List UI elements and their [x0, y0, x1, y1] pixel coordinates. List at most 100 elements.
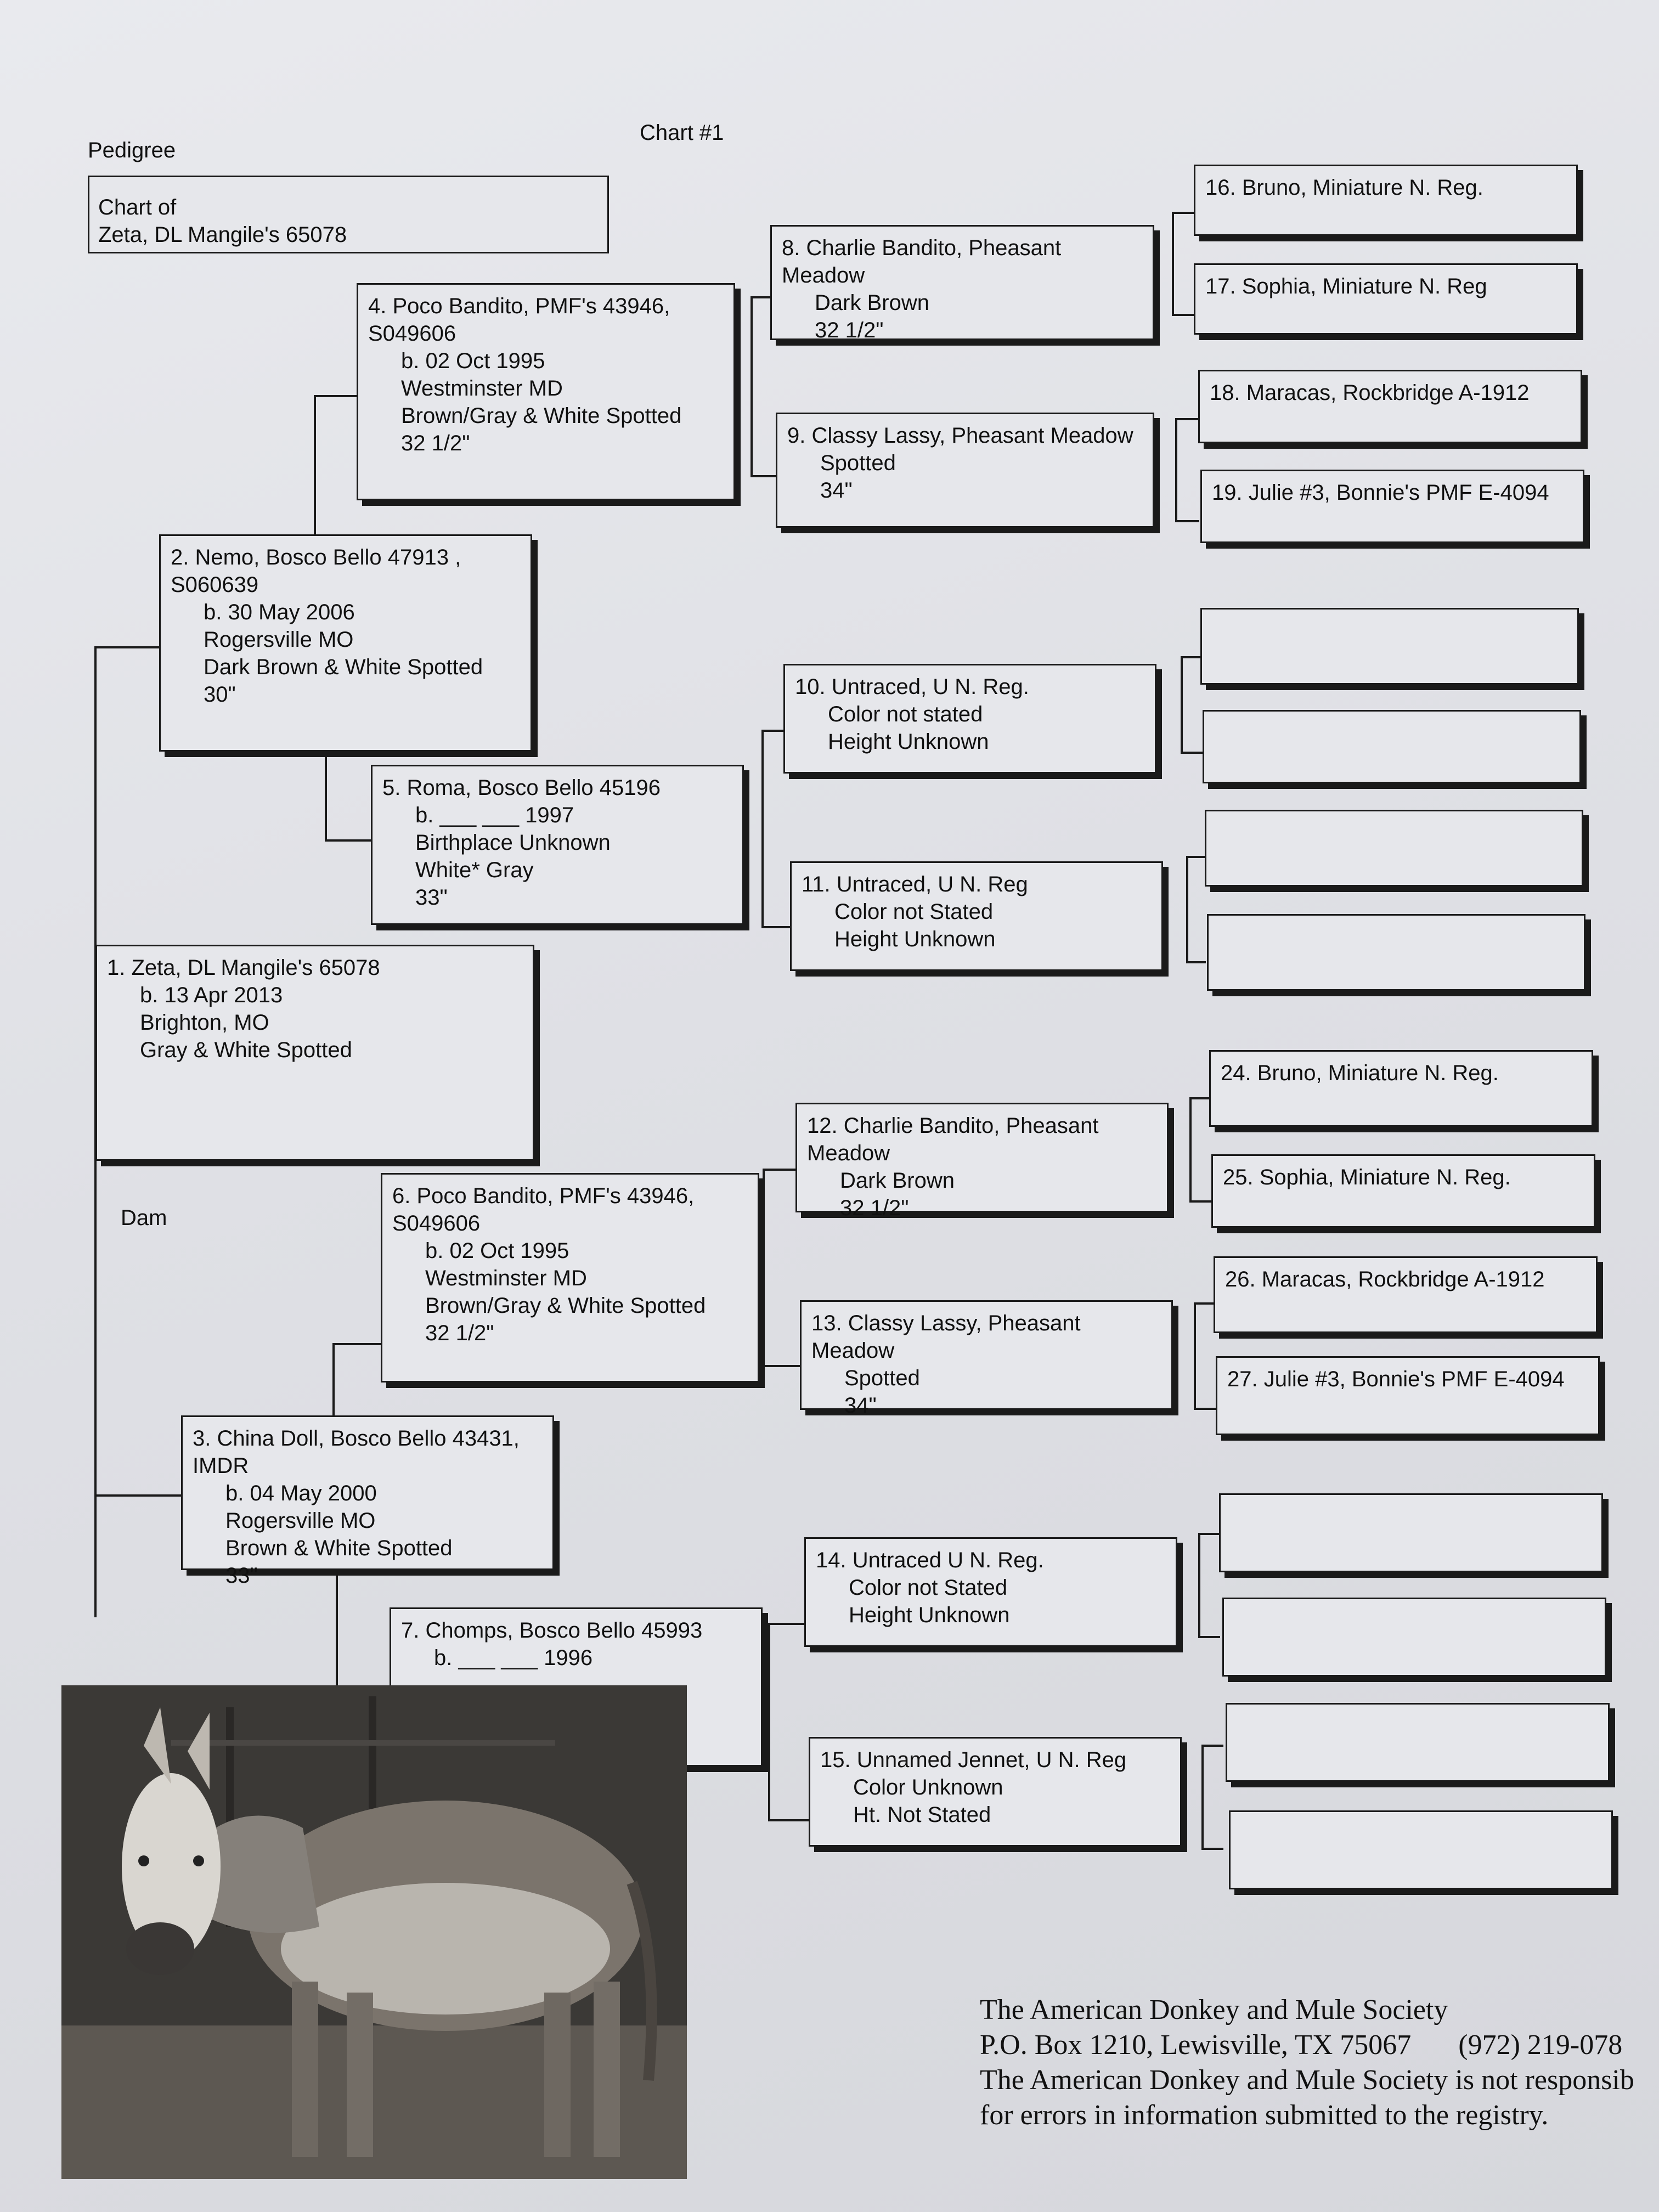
pedigree-entry-empty — [1222, 1598, 1606, 1677]
entry-height: 32 1/2" — [401, 431, 470, 455]
connector — [1201, 1848, 1223, 1850]
entry-name: 7. Chomps, Bosco Bello 45993 — [401, 1618, 703, 1643]
entry-name: 3. China Doll, Bosco Bello 43431, IMDR — [193, 1426, 520, 1478]
chart-of-label: Chart of — [98, 195, 177, 219]
connector — [332, 1343, 335, 1420]
connector — [1172, 212, 1196, 214]
connector — [1198, 1533, 1220, 1535]
connector — [1172, 314, 1196, 316]
pedigree-entry-2: 2. Nemo, Bosco Bello 47913 , S060639 b. … — [159, 534, 532, 752]
org-name: The American Donkey and Mule Society — [980, 1994, 1448, 2025]
pedigree-entry-9: 9. Classy Lassy, Pheasant Meadow Spotted… — [776, 413, 1154, 528]
pedigree-entry-16: 16. Bruno, Miniature N. Reg. — [1194, 165, 1578, 236]
entry-color: Color not Stated — [849, 1576, 1008, 1600]
pedigree-entry-4: 4. Poco Bandito, PMF's 43946, S049606 b.… — [357, 283, 735, 500]
entry-birth: b. 02 Oct 1995 — [425, 1239, 569, 1263]
connector — [763, 1365, 802, 1367]
entry-height: Height Unknown — [834, 927, 996, 951]
chart-of-name: Zeta, DL Mangile's 65078 — [98, 223, 347, 247]
entry-birthplace: Birthplace Unknown — [415, 831, 611, 855]
pedigree-entry-empty — [1207, 914, 1585, 991]
connector — [1194, 1408, 1216, 1410]
pedigree-entry-empty — [1229, 1810, 1613, 1889]
entry-height: 34" — [844, 1393, 877, 1418]
entry-name: 14. Untraced U N. Reg. — [816, 1548, 1044, 1572]
pedigree-entry-empty — [1203, 710, 1581, 783]
connector — [1172, 212, 1174, 316]
connector — [1186, 961, 1206, 963]
pedigree-entry-8: 8. Charlie Bandito, Pheasant Meadow Dark… — [770, 225, 1154, 342]
entry-name: 2. Nemo, Bosco Bello 47913 , S060639 — [171, 545, 461, 597]
entry-name: 5. Roma, Bosco Bello 45196 — [382, 776, 661, 800]
connector — [763, 1169, 765, 1366]
connector — [761, 730, 764, 927]
connector — [1194, 1302, 1216, 1305]
connector — [1181, 656, 1203, 658]
pedigree-entry-13: 13. Classy Lassy, Pheasant Meadow Spotte… — [800, 1300, 1173, 1418]
entry-name: 10. Untraced, U N. Reg. — [795, 675, 1029, 699]
entry-name: 8. Charlie Bandito, Pheasant Meadow — [782, 236, 1062, 287]
entry-height: 33" — [225, 1564, 258, 1588]
pedigree-entry-25: 25. Sophia, Miniature N. Reg. — [1211, 1154, 1595, 1228]
entry-name: 19. Julie #3, Bonnie's PMF E-4094 — [1212, 481, 1549, 505]
entry-birthplace: Westminster MD — [401, 376, 563, 400]
entry-name: 1. Zeta, DL Mangile's 65078 — [107, 956, 380, 980]
entry-color: Color not stated — [828, 702, 983, 726]
pedigree-entry-6: 6. Poco Bandito, PMF's 43946, S049606 b.… — [381, 1173, 759, 1383]
connector — [1189, 1097, 1192, 1201]
connector — [1181, 656, 1183, 753]
connector — [94, 1494, 182, 1497]
pedigree-entry-10: 10. Untraced, U N. Reg. Color not stated… — [783, 664, 1156, 774]
entry-birth: b. 30 May 2006 — [204, 600, 355, 624]
disclaimer-line-2: for errors in information submitted to t… — [980, 2100, 1549, 2131]
connector — [1201, 1745, 1223, 1747]
entry-color: Brown/Gray & White Spotted — [425, 1294, 706, 1318]
pedigree-entry-14: 14. Untraced U N. Reg. Color not Stated … — [804, 1537, 1177, 1647]
entry-birth: b. 02 Oct 1995 — [401, 349, 545, 373]
chart-of-box: Chart of Zeta, DL Mangile's 65078 — [88, 176, 609, 253]
connector — [768, 1623, 806, 1625]
entry-name: 26. Maracas, Rockbridge A-1912 — [1225, 1267, 1545, 1291]
connector — [336, 1570, 338, 1685]
pedigree-entry-24: 24. Bruno, Miniature N. Reg. — [1209, 1050, 1593, 1127]
entry-height: Ht. Not Stated — [853, 1803, 991, 1827]
entry-birthplace: Rogersville MO — [204, 628, 354, 652]
connector — [761, 926, 792, 928]
entry-name: 9. Classy Lassy, Pheasant Meadow — [787, 424, 1133, 448]
connector — [1175, 418, 1177, 522]
entry-name: 25. Sophia, Miniature N. Reg. — [1223, 1165, 1511, 1189]
entry-name: 12. Charlie Bandito, Pheasant Meadow — [807, 1114, 1099, 1165]
chart-number: Chart #1 — [640, 121, 724, 145]
entry-height: 30" — [204, 682, 236, 707]
pedigree-entry-5: 5. Roma, Bosco Bello 45196 b. ___ ___ 19… — [371, 765, 744, 925]
pedigree-entry-15: 15. Unnamed Jennet, U N. Reg Color Unkno… — [809, 1737, 1182, 1847]
pedigree-entry-27: 27. Julie #3, Bonnie's PMF E-4094 — [1216, 1356, 1600, 1435]
connector — [1189, 1097, 1211, 1099]
entry-height: 32 1/2" — [815, 318, 884, 342]
entry-name: 24. Bruno, Miniature N. Reg. — [1221, 1061, 1499, 1085]
connector — [751, 475, 777, 477]
connector — [761, 730, 783, 732]
connector — [1194, 1302, 1196, 1409]
pedigree-entry-empty — [1226, 1703, 1610, 1782]
pedigree-entry-empty — [1200, 608, 1579, 685]
org-address-line: P.O. Box 1210, Lewisville, TX 75067 (972… — [980, 2028, 1659, 2063]
connector — [1198, 1533, 1200, 1637]
entry-name: 15. Unnamed Jennet, U N. Reg — [820, 1748, 1127, 1772]
entry-name: 6. Poco Bandito, PMF's 43946, S049606 — [392, 1184, 695, 1235]
connector — [1186, 856, 1188, 962]
pedigree-entry-12: 12. Charlie Bandito, Pheasant Meadow Dar… — [795, 1103, 1169, 1220]
connector — [314, 395, 358, 397]
pedigree-label: Pedigree — [88, 138, 176, 162]
pedigree-entry-3: 3. China Doll, Bosco Bello 43431, IMDR b… — [181, 1415, 554, 1588]
entry-height: 34" — [820, 478, 853, 503]
connector — [325, 752, 327, 839]
entry-name: 18. Maracas, Rockbridge A-1912 — [1210, 381, 1530, 405]
pedigree-entry-18: 18. Maracas, Rockbridge A-1912 — [1198, 370, 1582, 443]
pedigree-entry-empty — [1205, 810, 1583, 887]
org-phone: (972) 219-078 — [1458, 2029, 1623, 2061]
disclaimer-line-1: The American Donkey and Mule Society is … — [980, 2064, 1634, 2096]
entry-color: Brown/Gray & White Spotted — [401, 404, 682, 428]
connector — [1198, 1636, 1220, 1638]
entry-height: 32 1/2" — [840, 1196, 909, 1220]
